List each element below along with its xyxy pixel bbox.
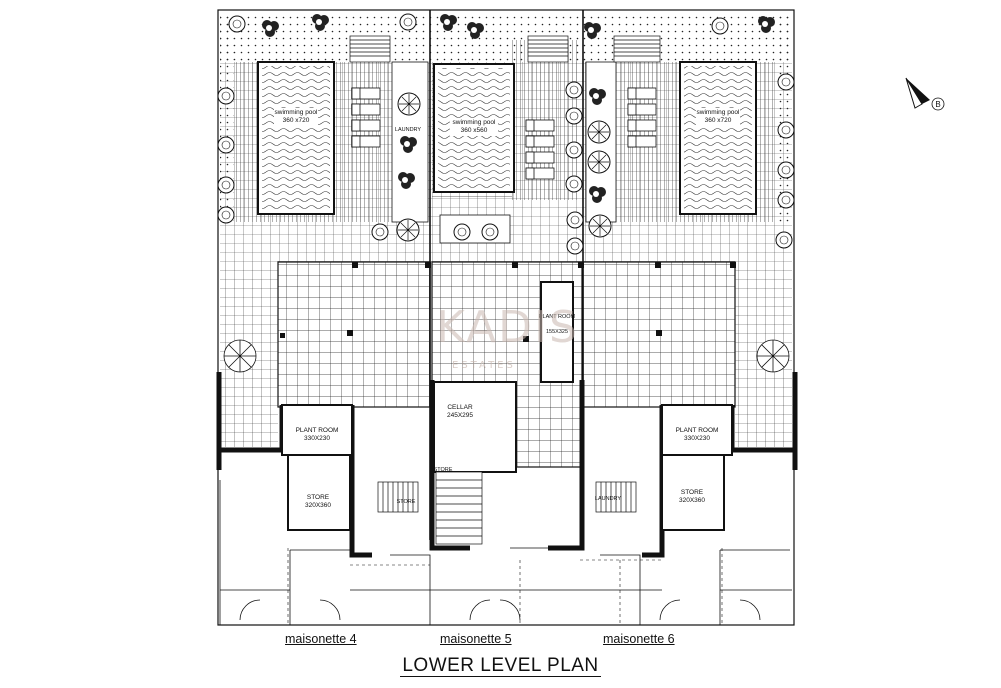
- pool-6-size: 360 x720: [705, 117, 732, 124]
- unit-label-maisonette-6: maisonette 6: [603, 632, 675, 646]
- pool-4-label: swimming pool: [275, 109, 319, 116]
- store-4-size: 320X360: [305, 502, 331, 509]
- store-6-size: 320X360: [679, 497, 705, 504]
- watermark-subtitle: ESTATES: [452, 360, 516, 371]
- plant-room-6-size: 330X230: [684, 435, 710, 442]
- small-store-4-label: STORE: [397, 499, 416, 505]
- pool-5-size: 360 x560: [461, 127, 488, 134]
- cellar-label: CELLAR: [447, 404, 473, 411]
- north-arrow-letter: B: [935, 100, 940, 109]
- laundry-4-label: LAUNDRY: [395, 127, 422, 133]
- plant-room-5-size: 155X325: [546, 329, 568, 335]
- store-4-label: STORE: [307, 494, 330, 501]
- plan-title-text: LOWER LEVEL PLAN: [400, 655, 601, 677]
- small-store-5-label: STORE: [434, 467, 453, 473]
- unit-label-maisonette-5: maisonette 5: [440, 632, 512, 646]
- plan-title: LOWER LEVEL PLAN: [0, 655, 1001, 677]
- cellar-size: 245X295: [447, 412, 473, 419]
- north-arrow-icon: [905, 77, 945, 111]
- plant-room-4-label: PLANT ROOM: [296, 427, 339, 434]
- laundry-6-label: LAUNDRY: [595, 496, 622, 502]
- watermark-logo: KADIS: [436, 302, 579, 353]
- plant-room-4-size: 330X230: [304, 435, 330, 442]
- store-6-label: STORE: [681, 489, 704, 496]
- unit-label-maisonette-4: maisonette 4: [285, 632, 357, 646]
- pool-5-label: swimming pool: [453, 119, 497, 126]
- pool-6-label: swimming pool: [697, 109, 741, 116]
- plant-room-6-label: PLANT ROOM: [676, 427, 719, 434]
- plant-room-5-label: PLANT ROOM: [539, 314, 576, 320]
- pool-4-size: 360 x720: [283, 117, 310, 124]
